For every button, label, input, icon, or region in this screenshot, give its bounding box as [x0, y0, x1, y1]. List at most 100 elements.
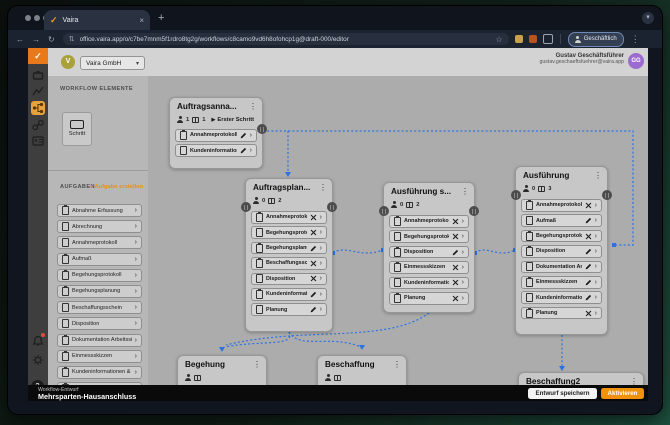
connection-port[interactable]: [602, 190, 612, 200]
links-icon[interactable]: [32, 119, 44, 131]
reload-icon[interactable]: ↻: [48, 34, 55, 44]
chevron-right-icon[interactable]: ›: [461, 279, 464, 287]
edit-pencil-icon[interactable]: [310, 245, 317, 252]
node-task-row[interactable]: Begehungsprotokoll ›: [521, 229, 602, 243]
connection-port[interactable]: [327, 202, 337, 212]
edit-pencil-icon[interactable]: [310, 306, 317, 313]
unlink-cross-icon[interactable]: [452, 279, 459, 286]
browser-profile-chip[interactable]: Geschäftlich: [567, 31, 624, 47]
edit-pencil-icon[interactable]: [240, 147, 247, 154]
chevron-right-icon[interactable]: ›: [319, 244, 322, 252]
task-template-row[interactable]: Begehungsprotokoll ›: [57, 268, 142, 282]
extension-icon-1[interactable]: [514, 35, 523, 43]
node-task-row[interactable]: Planung ›: [521, 306, 602, 320]
node-menu-icon[interactable]: ⋮: [461, 187, 469, 196]
workflow-node[interactable]: Auftragsplan... ⋮ 0 2 Annahmeprotokoll: [241, 178, 337, 332]
chevron-right-icon[interactable]: ›: [319, 213, 322, 221]
chevron-right-icon[interactable]: ›: [319, 259, 322, 267]
workflows-icon[interactable]: [31, 101, 45, 115]
node-task-row[interactable]: Begehungsprotokoll ›: [251, 226, 327, 239]
unlink-cross-icon[interactable]: [310, 229, 317, 236]
chevron-right-icon[interactable]: ›: [594, 263, 597, 271]
node-menu-icon[interactable]: ⋮: [393, 360, 401, 369]
back-icon[interactable]: ←: [16, 34, 24, 44]
chevron-right-icon[interactable]: ›: [319, 229, 322, 237]
chevron-right-icon[interactable]: ›: [594, 232, 597, 240]
step-element-card[interactable]: Schritt: [62, 112, 92, 146]
extension-icon-3[interactable]: [542, 34, 553, 44]
window-close-button[interactable]: [25, 15, 31, 21]
vaira-logo-icon[interactable]: ✓: [28, 48, 48, 64]
save-draft-button[interactable]: Entwurf speichern: [528, 387, 597, 399]
site-info-icon[interactable]: ⇅: [68, 36, 75, 43]
workflow-canvas[interactable]: Auftragsanna... ⋮ 1 1 ▶ Erster Schritt A…: [148, 76, 648, 385]
node-task-row[interactable]: Annahmeprotokoll ›: [175, 129, 257, 142]
chevron-right-icon[interactable]: ›: [461, 294, 464, 302]
edit-pencil-icon[interactable]: [585, 263, 592, 270]
window-minimize-button[interactable]: [34, 15, 40, 21]
node-task-row[interactable]: Dokumentation Arbeit ›: [521, 260, 602, 274]
chevron-right-icon[interactable]: ›: [594, 294, 597, 302]
node-menu-icon[interactable]: ⋮: [253, 360, 261, 369]
chevron-right-icon[interactable]: ›: [134, 223, 137, 231]
workflow-node[interactable]: Ausführung ⋮ 0 3 Annahmeprotokoll: [511, 166, 612, 335]
browser-menu-icon[interactable]: ⋮: [630, 33, 640, 44]
task-template-row[interactable]: Aufmaß ›: [57, 252, 142, 266]
notifications-bell-icon[interactable]: [32, 333, 45, 347]
chevron-right-icon[interactable]: ›: [134, 368, 137, 376]
edit-pencil-icon[interactable]: [585, 279, 592, 286]
chevron-right-icon[interactable]: ›: [594, 201, 597, 209]
chevron-right-icon[interactable]: ›: [134, 352, 137, 360]
edit-pencil-icon[interactable]: [585, 217, 592, 224]
workflow-node[interactable]: Ausführung s... ⋮ 0 2 Annahmeprotokoll: [379, 182, 479, 313]
node-task-row[interactable]: Kundeninformationen ›: [521, 291, 602, 304]
task-template-row[interactable]: Disposition ›: [57, 317, 142, 331]
node-task-row[interactable]: Einmessskizzen ›: [521, 275, 602, 289]
unlink-cross-icon[interactable]: [452, 233, 459, 240]
bookmark-star-icon[interactable]: ☆: [495, 34, 503, 44]
chevron-right-icon[interactable]: ›: [134, 239, 137, 247]
chevron-right-icon[interactable]: ›: [319, 275, 322, 283]
node-task-row[interactable]: Beschaffungsschein ›: [251, 257, 327, 270]
activate-button[interactable]: Aktivieren: [601, 387, 644, 399]
node-task-row[interactable]: Annahmeprotokoll ›: [389, 215, 469, 228]
node-menu-icon[interactable]: ⋮: [249, 102, 257, 111]
chevron-right-icon[interactable]: ›: [319, 306, 322, 314]
workflow-node[interactable]: Beschaffung2 ⋮: [518, 372, 644, 385]
edit-pencil-icon[interactable]: [452, 249, 459, 256]
unlink-cross-icon[interactable]: [585, 202, 592, 209]
node-task-row[interactable]: Kundeninformationen ›: [175, 144, 257, 157]
measure-icon[interactable]: [32, 85, 44, 97]
node-task-row[interactable]: Einmessskizzen ›: [389, 261, 469, 274]
node-task-row[interactable]: Annahmeprotokoll ›: [521, 199, 602, 212]
connection-port[interactable]: [241, 202, 251, 212]
connection-port[interactable]: [511, 190, 521, 200]
node-task-row[interactable]: Disposition ›: [251, 272, 327, 286]
unlink-cross-icon[interactable]: [310, 275, 317, 282]
node-task-row[interactable]: Planung ›: [389, 291, 469, 305]
chevron-right-icon[interactable]: ›: [134, 320, 137, 328]
unlink-cross-icon[interactable]: [585, 233, 592, 240]
node-menu-icon[interactable]: ⋮: [319, 183, 327, 192]
unlink-cross-icon[interactable]: [452, 295, 459, 302]
edit-pencil-icon[interactable]: [585, 294, 592, 301]
unlink-cross-icon[interactable]: [452, 218, 459, 225]
node-task-row[interactable]: Planung ›: [251, 303, 327, 316]
new-tab-button[interactable]: +: [158, 12, 165, 24]
task-template-row[interactable]: Abrechnung ›: [57, 220, 142, 234]
address-bar[interactable]: ⇅ office.vaira.app/o/c7be7mnm5f1rdro8tg2…: [62, 33, 509, 45]
tab-close-icon[interactable]: ×: [139, 15, 144, 25]
organization-select[interactable]: Vaira GmbH ▾: [80, 56, 145, 70]
node-task-row[interactable]: Aufmaß ›: [521, 214, 602, 227]
workflow-node[interactable]: Beschaffung ⋮: [317, 355, 407, 385]
chevron-right-icon[interactable]: ›: [461, 248, 464, 256]
chevron-right-icon[interactable]: ›: [461, 263, 464, 271]
chevron-right-icon[interactable]: ›: [134, 207, 137, 214]
edit-pencil-icon[interactable]: [585, 248, 592, 255]
task-template-row[interactable]: Dokumentation Arbeitssicherh ›: [57, 333, 142, 347]
browser-tab[interactable]: ✓ Vaira ×: [44, 10, 150, 30]
chevron-right-icon[interactable]: ›: [594, 217, 597, 225]
node-task-row[interactable]: Disposition ›: [389, 245, 469, 259]
task-template-row[interactable]: Einmessskizzen ›: [57, 349, 142, 363]
node-menu-icon[interactable]: ⋮: [594, 171, 602, 180]
